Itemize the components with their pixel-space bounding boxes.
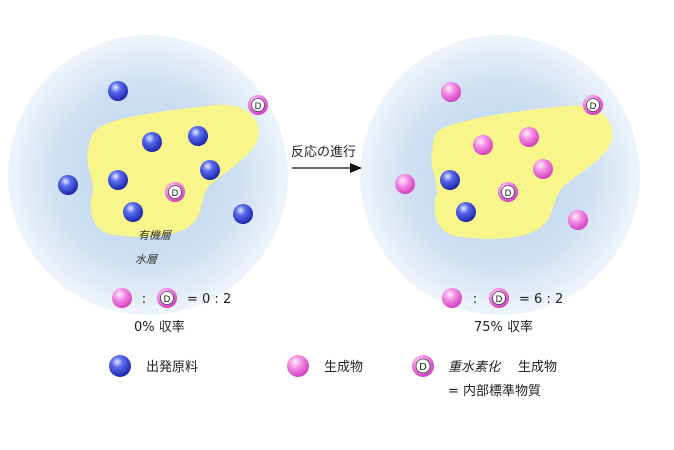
starting-material-molecule	[108, 170, 128, 190]
left-ratio-row: : D = 0 : 2	[112, 288, 231, 308]
deuterated-standard-symbol: D	[489, 288, 509, 308]
product-molecule	[533, 159, 553, 179]
legend-product-label: 生成物	[324, 360, 363, 375]
starting-material-molecule	[456, 202, 476, 222]
right-ratio-value: = 6 : 2	[519, 292, 563, 307]
deuterated-standard-molecule: D	[248, 95, 268, 115]
starting-material-molecule	[233, 204, 253, 224]
legend-internal-standard: = 内部標準物質	[448, 383, 541, 399]
svg-text:D: D	[172, 189, 179, 199]
legend: 出発原料 生成物 D 重水素化 生成物 = 内部標準物質	[109, 355, 557, 399]
legend-deuterated-suffix: 生成物	[518, 360, 557, 375]
ratio-colon: :	[473, 292, 477, 307]
ratio-colon: :	[142, 292, 146, 307]
product-molecule	[441, 82, 461, 102]
svg-text:D: D	[255, 102, 262, 112]
starting-material-molecule	[440, 170, 460, 190]
right-ratio-row: : D = 6 : 2	[442, 288, 563, 308]
arrow-label: 反応の進行	[291, 145, 356, 160]
svg-text:D: D	[590, 102, 597, 112]
legend-starting-material-symbol	[109, 355, 131, 377]
legend-starting-material-label: 出発原料	[146, 360, 198, 375]
left-yield: 0% 収率	[134, 319, 185, 335]
legend-deuterated-prefix: 重水素化	[448, 360, 502, 375]
left-reaction-flask: 有機層 水層 D D	[8, 35, 288, 315]
product-molecule	[519, 127, 539, 147]
left-water-label: 水層	[135, 253, 158, 266]
product-molecule	[473, 135, 493, 155]
deuterated-standard-molecule: D	[583, 95, 603, 115]
product-molecule	[395, 174, 415, 194]
legend-product-symbol	[287, 355, 309, 377]
deuterated-standard-symbol: D	[157, 288, 177, 308]
starting-material-molecule	[58, 175, 78, 195]
right-reaction-flask: D D	[360, 35, 640, 315]
deuterated-standard-molecule: D	[498, 182, 518, 202]
reaction-progress-arrow: 反応の進行	[291, 145, 362, 173]
left-organic-label: 有機層	[138, 229, 172, 242]
svg-text:D: D	[505, 189, 512, 199]
starting-material-molecule	[200, 160, 220, 180]
starting-material-molecule	[123, 202, 143, 222]
product-symbol	[112, 288, 132, 308]
product-molecule	[568, 210, 588, 230]
svg-text:D: D	[419, 362, 427, 373]
right-yield: 75% 収率	[474, 319, 533, 335]
legend-deuterated-symbol: D	[412, 355, 434, 377]
svg-text:D: D	[164, 295, 171, 305]
starting-material-molecule	[188, 126, 208, 146]
starting-material-molecule	[108, 81, 128, 101]
arrow-head	[350, 163, 362, 173]
deuterated-standard-molecule: D	[165, 182, 185, 202]
starting-material-molecule	[142, 132, 162, 152]
product-symbol	[442, 288, 462, 308]
svg-text:D: D	[496, 295, 503, 305]
left-ratio-value: = 0 : 2	[187, 292, 231, 307]
